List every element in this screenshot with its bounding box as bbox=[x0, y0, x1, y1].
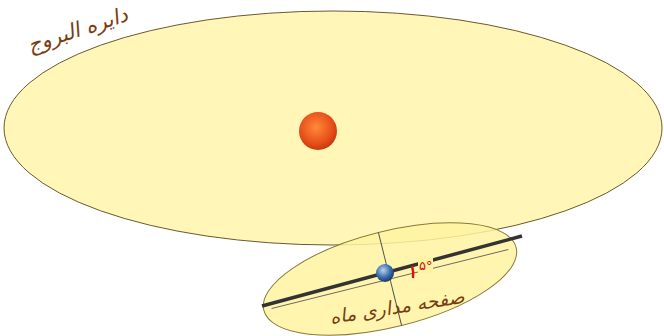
ecliptic-plane bbox=[4, 11, 662, 245]
angle-label: ۵° bbox=[418, 258, 433, 273]
sun bbox=[299, 112, 337, 150]
moon-orbit-plane bbox=[252, 201, 528, 336]
earth bbox=[376, 264, 394, 282]
angle-arc bbox=[412, 266, 413, 278]
